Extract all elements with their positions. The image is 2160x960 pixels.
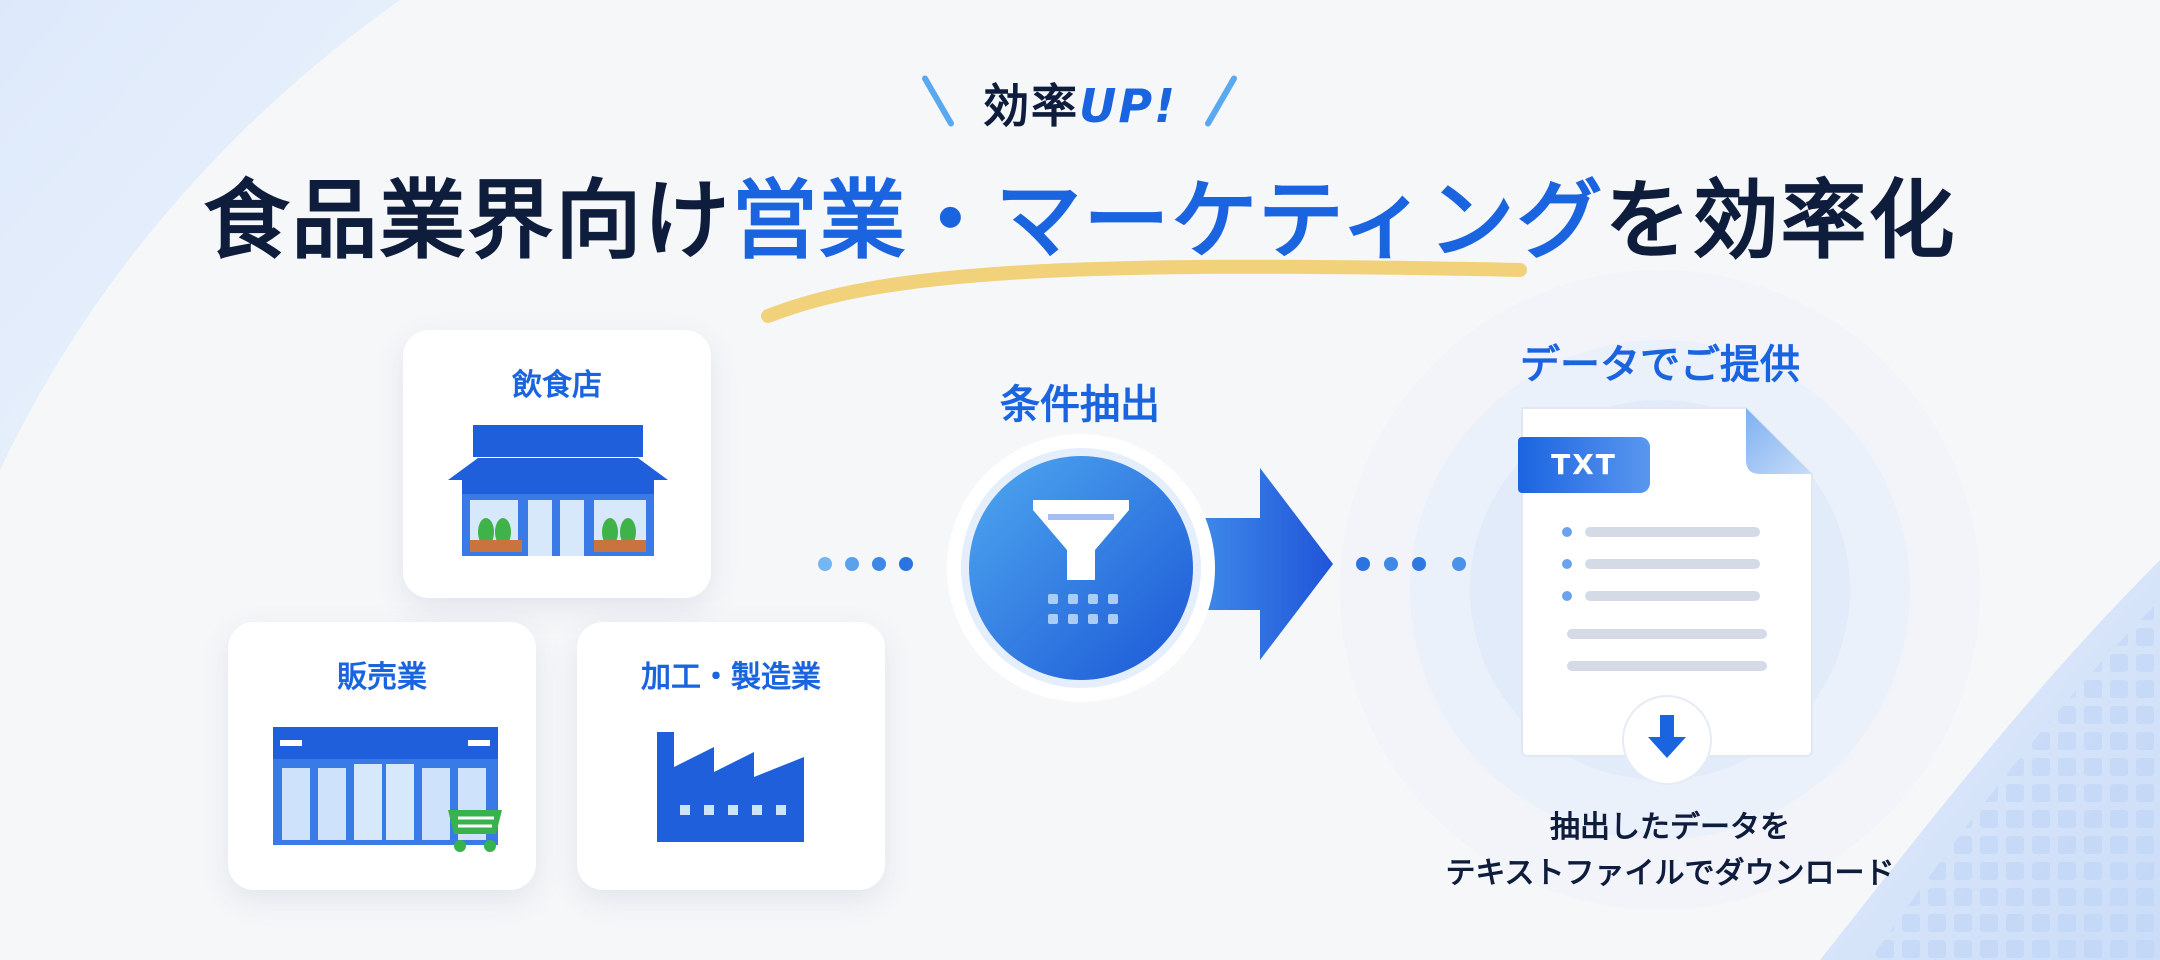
caption-line-2: テキストファイルでダウンロード [1445,856,1895,891]
restaurant-icon [448,425,668,556]
source-card-manufacturing: 加工・製造業 [577,622,885,890]
store-icon [273,727,502,852]
page-title: 食品業界向け営業・マーケティングを効率化 [0,150,2160,275]
output-label: データでご提供 [1520,342,1800,388]
source-label-restaurant: 飲食店 [512,368,602,403]
source-label-retail: 販売業 [337,660,427,695]
tagline-accent: UP! [1078,79,1178,133]
source-label-manufacturing: 加工・製造業 [641,660,821,695]
source-card-retail: 販売業 [228,622,536,890]
headline-part2: を効率化 [1604,171,1957,271]
source-card-restaurant: 飲食店 [403,330,711,598]
document-download-icon [1521,407,1813,785]
headline-highlight: 営業・マーケティング [731,171,1605,271]
file-type-badge: TXT [1518,437,1650,493]
caption-line-1: 抽出したデータを [1550,810,1790,845]
output-caption: 抽出したデータを テキストファイルでダウンロード [1380,805,1960,897]
headline-underline-stroke [761,259,1527,323]
filter-step-label: 条件抽出 [1000,382,1160,428]
headline-part1: 食品業界向け [203,171,732,271]
tagline-prefix: 効率 [982,79,1079,133]
funnel-icon [947,434,1333,702]
factory-icon [657,732,804,842]
tagline: 効率UP! [0,70,2160,136]
